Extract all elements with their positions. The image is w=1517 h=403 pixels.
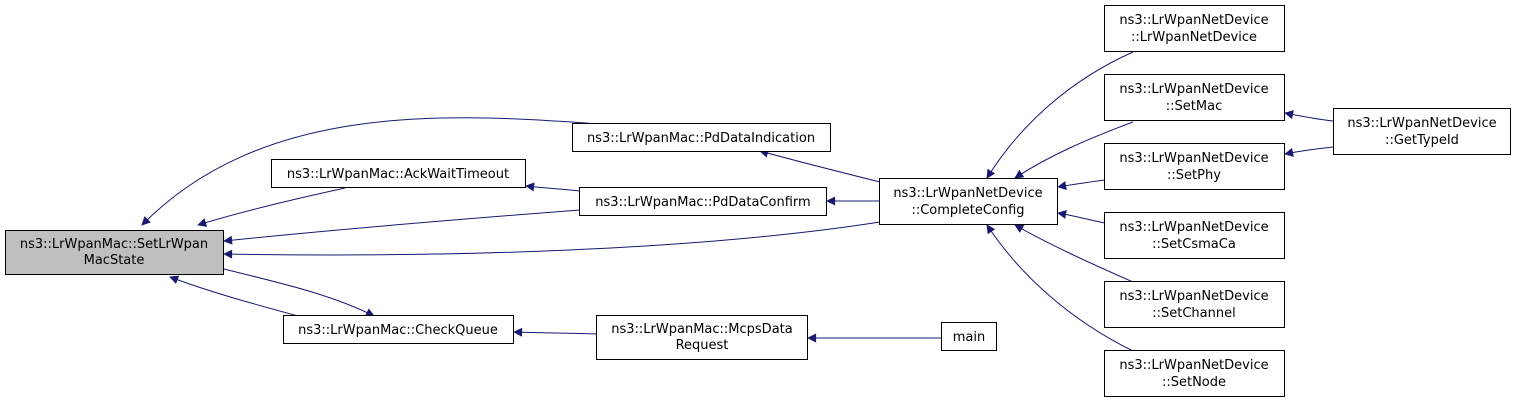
node-main[interactable]: main xyxy=(941,322,997,351)
node-pddataconfirm[interactable]: ns3::LrWpanMac::PdDataConfirm xyxy=(579,187,827,216)
node-setnode-line2: ::SetNode xyxy=(1162,375,1226,390)
node-pddataindication-label: ns3::LrWpanMac::PdDataIndication xyxy=(587,131,815,146)
node-setcsmaca-line1: ns3::LrWpanNetDevice xyxy=(1119,220,1268,235)
edge-pddataconfirm-to-ackwaittimeout xyxy=(525,182,581,192)
node-completeconfig[interactable]: ns3::LrWpanNetDevice ::CompleteConfig xyxy=(879,178,1058,225)
node-setnode[interactable]: ns3::LrWpanNetDevice ::SetNode xyxy=(1104,350,1285,397)
node-setlrwpanmacstate[interactable]: ns3::LrWpanMac::SetLrWpan MacState xyxy=(5,230,224,275)
edge-lrwpannetdevice-to-completeconfig xyxy=(986,51,1134,179)
node-mcpsdatarequest-line2: Request xyxy=(676,338,729,353)
node-ackwaittimeout[interactable]: ns3::LrWpanMac::AckWaitTimeout xyxy=(271,159,526,188)
edge-gettypeid-to-setmac xyxy=(1284,110,1334,122)
node-setlrwpanmacstate-line2: MacState xyxy=(84,253,145,268)
node-mcpsdatarequest-line1: ns3::LrWpanMac::McpsData xyxy=(611,322,792,337)
edge-checkqueue-to-setlrwpanmacstate xyxy=(169,275,299,317)
node-lrwpannetdevice-line2: ::LrWpanNetDevice xyxy=(1131,30,1257,45)
node-pddataindication[interactable]: ns3::LrWpanMac::PdDataIndication xyxy=(572,123,831,152)
edge-ackwaittimeout-to-setlrwpanmacstate xyxy=(197,187,346,227)
edge-setcsmaca-to-completeconfig xyxy=(1057,209,1106,224)
node-gettypeid[interactable]: ns3::LrWpanNetDevice ::GetTypeId xyxy=(1333,108,1511,155)
node-setchannel-line2: ::SetChannel xyxy=(1152,306,1235,321)
node-setmac[interactable]: ns3::LrWpanNetDevice ::SetMac xyxy=(1104,74,1285,121)
node-setcsmaca-line2: ::SetCsmaCa xyxy=(1152,237,1236,252)
node-setnode-line1: ns3::LrWpanNetDevice xyxy=(1119,358,1268,373)
node-checkqueue[interactable]: ns3::LrWpanMac::CheckQueue xyxy=(283,315,514,344)
node-setlrwpanmacstate-line1: ns3::LrWpanMac::SetLrWpan xyxy=(20,237,208,252)
edge-setmac-to-completeconfig xyxy=(1014,121,1134,179)
edge-gettypeid-to-setphy xyxy=(1284,146,1334,157)
edge-pddataindication-to-setlrwpanmacstate xyxy=(141,117,599,226)
node-setphy[interactable]: ns3::LrWpanNetDevice ::SetPhy xyxy=(1104,143,1285,190)
node-lrwpannetdevice-line1: ns3::LrWpanNetDevice xyxy=(1119,13,1268,28)
edges xyxy=(141,51,1334,352)
node-ackwaittimeout-label: ns3::LrWpanMac::AckWaitTimeout xyxy=(287,167,509,182)
edge-setlrwpanmacstate-to-checkqueue xyxy=(223,268,375,317)
node-checkqueue-label: ns3::LrWpanMac::CheckQueue xyxy=(298,323,498,338)
edge-completeconfig-to-pddataindication xyxy=(759,148,881,183)
edge-completeconfig-to-setlrwpanmacstate xyxy=(223,221,881,259)
edge-setphy-to-completeconfig xyxy=(1057,179,1106,191)
edge-pddataconfirm-to-setlrwpanmacstate xyxy=(223,209,581,245)
edge-mcpsdatarequest-to-checkqueue xyxy=(513,327,598,337)
node-setmac-line2: ::SetMac xyxy=(1166,99,1222,114)
node-main-label: main xyxy=(953,330,985,345)
edge-setchannel-to-completeconfig xyxy=(1014,224,1134,283)
node-setchannel-line1: ns3::LrWpanNetDevice xyxy=(1119,289,1268,304)
node-pddataconfirm-label: ns3::LrWpanMac::PdDataConfirm xyxy=(595,195,810,210)
node-lrwpannetdevice[interactable]: ns3::LrWpanNetDevice ::LrWpanNetDevice xyxy=(1104,5,1285,52)
node-setcsmaca[interactable]: ns3::LrWpanNetDevice ::SetCsmaCa xyxy=(1104,212,1285,259)
node-setchannel[interactable]: ns3::LrWpanNetDevice ::SetChannel xyxy=(1104,281,1285,328)
node-gettypeid-line2: ::GetTypeId xyxy=(1385,133,1459,148)
node-completeconfig-line1: ns3::LrWpanNetDevice xyxy=(893,186,1042,201)
edge-setnode-to-completeconfig xyxy=(986,224,1134,352)
node-setphy-line2: ::SetPhy xyxy=(1167,168,1221,183)
node-completeconfig-line2: ::CompleteConfig xyxy=(911,203,1024,218)
node-mcpsdatarequest[interactable]: ns3::LrWpanMac::McpsData Request xyxy=(596,315,808,360)
node-setphy-line1: ns3::LrWpanNetDevice xyxy=(1119,151,1268,166)
node-setmac-line1: ns3::LrWpanNetDevice xyxy=(1119,82,1268,97)
node-gettypeid-line1: ns3::LrWpanNetDevice xyxy=(1347,116,1496,131)
